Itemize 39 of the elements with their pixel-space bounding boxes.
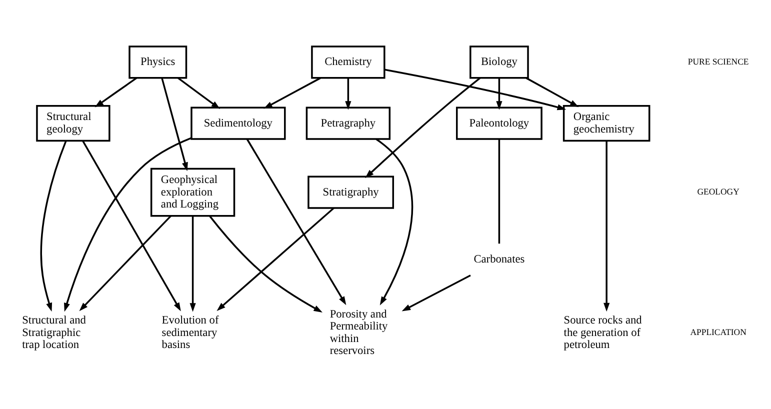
- node-text: Carbonates: [474, 253, 525, 266]
- label: GEOLOGY: [697, 186, 740, 196]
- node-box: Structural geology: [36, 104, 110, 142]
- arrow: [496, 78, 502, 110]
- arrow: [64, 137, 192, 312]
- arrow: [526, 77, 579, 108]
- arrow: [264, 77, 321, 109]
- node-box: Paleontology: [456, 106, 542, 140]
- arrow: [178, 77, 220, 110]
- node-box: Organic geochemistry: [562, 104, 650, 142]
- arrow: [246, 138, 346, 306]
- arrow: [376, 138, 414, 306]
- node-text: Porosity and Permeability within reservoirs: [330, 308, 388, 358]
- node-text: Source rocks and the generation of petroleum: [564, 314, 642, 352]
- node-box: Biology: [470, 46, 529, 79]
- node-text: Evolution of sedimentary basins: [162, 314, 219, 352]
- arrow: [82, 140, 181, 312]
- node-text: Structural and Stratigraphic trap location: [22, 314, 86, 352]
- arrow: [79, 215, 172, 312]
- arrow: [402, 274, 471, 312]
- arrow: [209, 216, 322, 312]
- arrow: [94, 77, 137, 108]
- node-box: Geophysical exploration and Logging: [150, 168, 236, 217]
- arrow: [216, 207, 334, 311]
- arrow: [40, 140, 67, 312]
- arrow: [190, 216, 196, 312]
- node-box: Sedimentology: [190, 106, 286, 140]
- arrow: [345, 78, 352, 110]
- connector: [498, 139, 500, 244]
- arrow: [365, 77, 481, 178]
- label: APPLICATION: [690, 327, 746, 338]
- arrow: [384, 68, 566, 110]
- label: PURE SCIENCE: [688, 56, 749, 66]
- node-box: Chemistry: [311, 46, 386, 79]
- node-box: Physics: [128, 46, 188, 79]
- node-box: Stratigraphy: [308, 176, 394, 209]
- arrow: [161, 78, 188, 172]
- node-box: Petragraphy: [306, 106, 391, 140]
- arrow: [604, 140, 610, 312]
